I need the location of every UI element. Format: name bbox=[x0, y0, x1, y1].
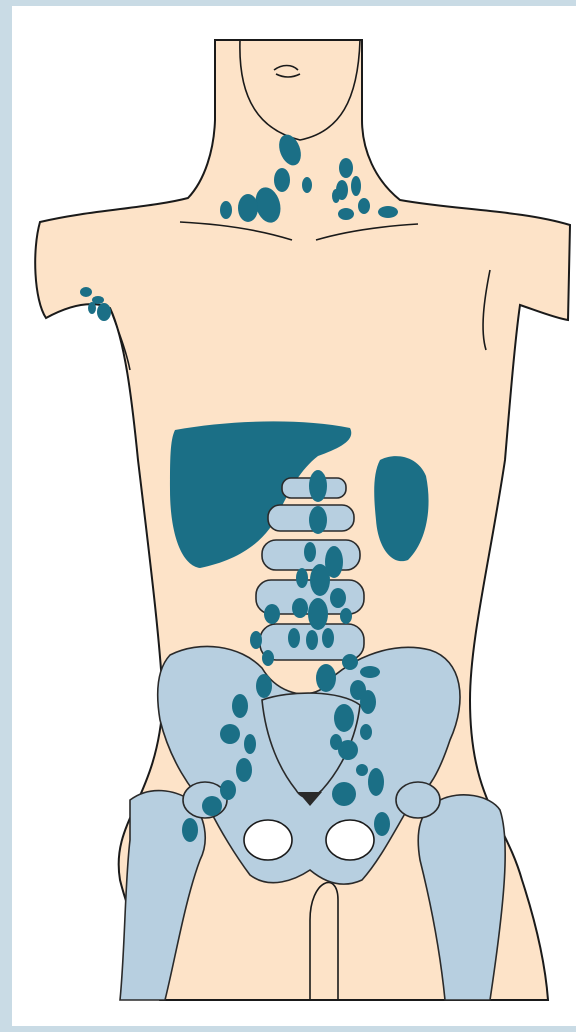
lymph-node bbox=[236, 758, 252, 782]
lymph-node bbox=[332, 189, 340, 203]
lymph-node bbox=[292, 598, 308, 618]
lymph-node bbox=[288, 628, 300, 648]
lymph-node bbox=[340, 608, 352, 624]
lymph-node bbox=[316, 664, 336, 692]
lymph-node bbox=[338, 208, 354, 220]
lymph-node bbox=[360, 690, 376, 714]
lymph-node bbox=[332, 782, 356, 806]
lymph-node bbox=[220, 201, 232, 219]
lymph-node bbox=[304, 542, 316, 562]
lymph-node bbox=[309, 470, 327, 502]
lymph-node bbox=[310, 564, 330, 596]
lymph-node bbox=[374, 812, 390, 836]
lymph-node bbox=[182, 818, 198, 842]
lymph-node bbox=[342, 654, 358, 670]
lymph-node bbox=[202, 796, 222, 816]
obturator-right bbox=[326, 820, 374, 860]
lymph-node bbox=[220, 780, 236, 800]
lymph-node bbox=[358, 198, 370, 214]
lymph-node bbox=[88, 302, 96, 314]
lymph-node bbox=[330, 588, 346, 608]
lymph-node bbox=[244, 734, 256, 754]
lymph-node bbox=[264, 604, 280, 624]
lymph-node bbox=[97, 303, 111, 321]
lymph-node bbox=[334, 704, 354, 732]
obturator-left bbox=[244, 820, 292, 860]
lymph-node bbox=[250, 631, 262, 649]
lymph-node bbox=[356, 764, 368, 776]
lymph-node bbox=[360, 724, 372, 740]
lymph-node bbox=[262, 650, 274, 666]
lymph-node bbox=[302, 177, 312, 193]
lymph-node bbox=[368, 768, 384, 796]
lymph-node bbox=[351, 176, 361, 196]
lymph-node bbox=[360, 666, 380, 678]
lymph-node bbox=[322, 628, 334, 648]
lymph-node bbox=[330, 734, 342, 750]
lymph-node bbox=[296, 568, 308, 588]
lymph-node bbox=[232, 694, 248, 718]
lymph-node bbox=[220, 724, 240, 744]
lymph-node bbox=[306, 630, 318, 650]
lymph-node bbox=[274, 168, 290, 192]
femur-head-right bbox=[396, 782, 440, 818]
lymph-node bbox=[378, 206, 398, 218]
lymph-node bbox=[339, 158, 353, 178]
lymph-node bbox=[256, 674, 272, 698]
lymph-node bbox=[309, 506, 327, 534]
lymph-node bbox=[238, 194, 258, 222]
lymph-node bbox=[308, 598, 328, 630]
lymph-node bbox=[80, 287, 92, 297]
